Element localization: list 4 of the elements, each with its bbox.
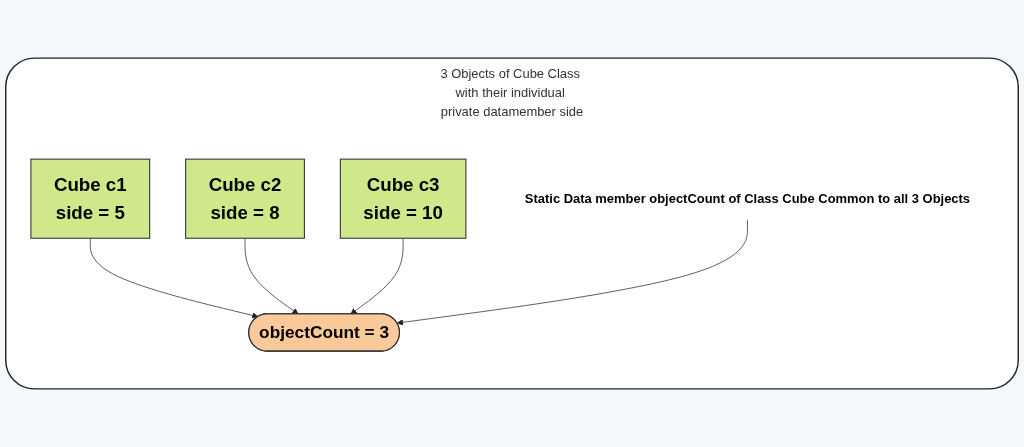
node-box: Cube c2 side = 8 — [185, 158, 305, 239]
node-box: Cube c1 side = 5 — [30, 158, 151, 239]
node-text: Static Data member objectCount of Class Cube Common to all 3 Objects — [524, 191, 971, 206]
node-box: Cube c3 side = 10 — [339, 158, 467, 239]
